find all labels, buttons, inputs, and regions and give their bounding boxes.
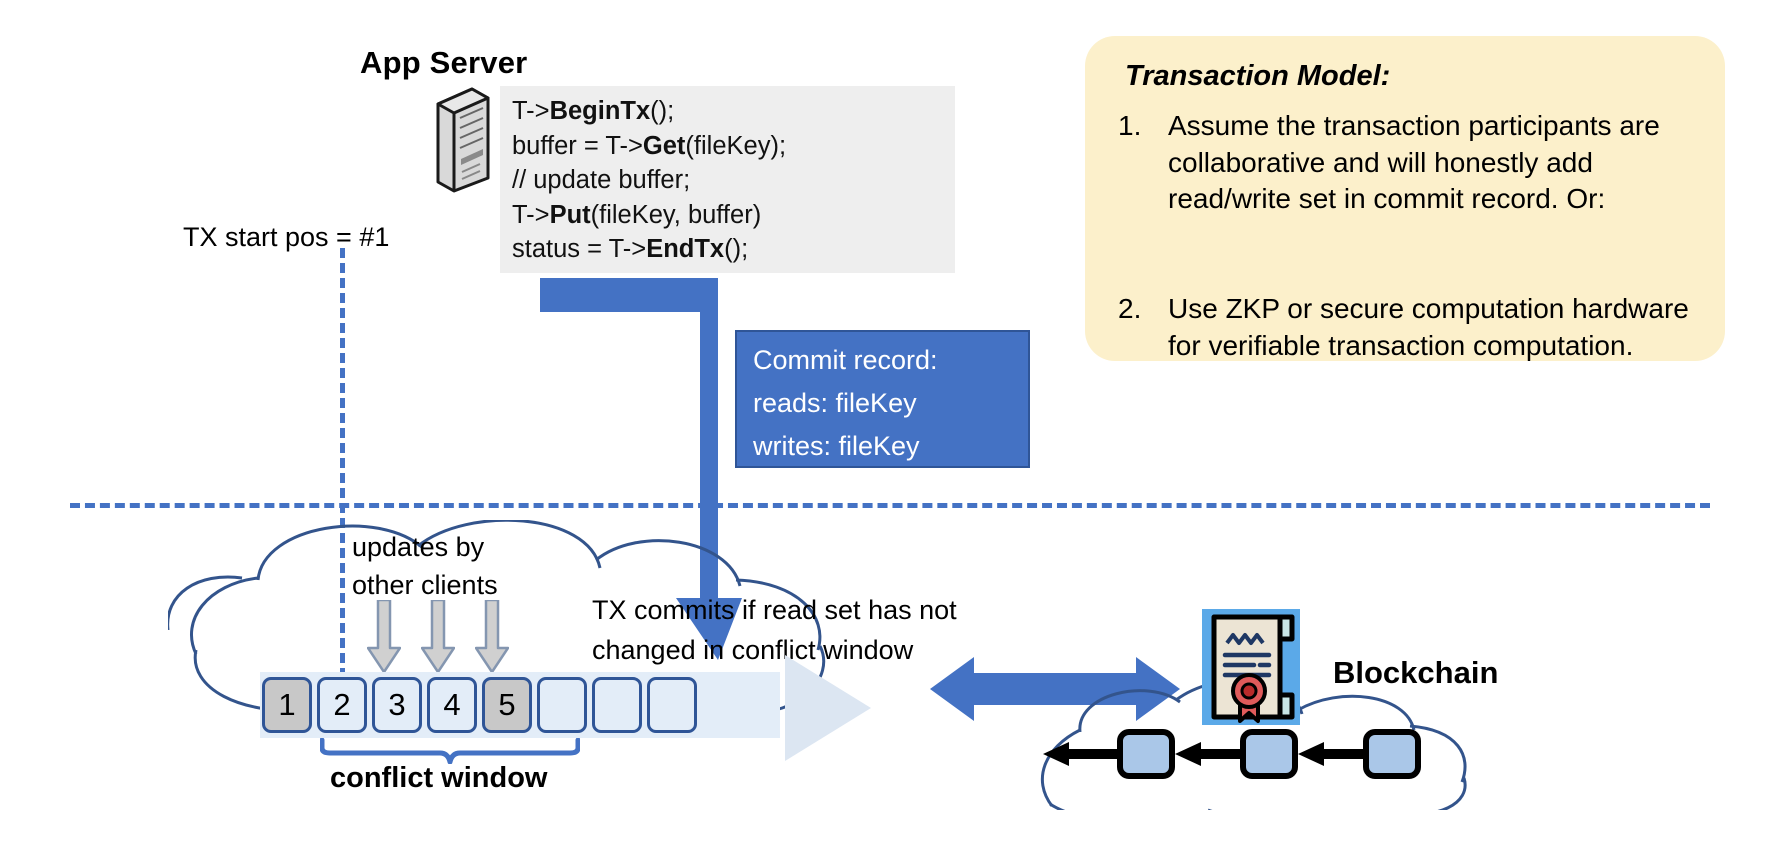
chain-link-arrow-icon [1175, 742, 1249, 766]
chain-link-arrow-icon [1043, 742, 1117, 766]
list-text: Use ZKP or secure computation hardware f… [1168, 293, 1689, 361]
blockchain-label: Blockchain [1333, 655, 1499, 690]
transaction-model-item: 2. Use ZKP or secure computation hardwar… [1118, 291, 1713, 364]
commit-record-box: Commit record: reads: fileKey writes: fi… [735, 330, 1030, 468]
server-tower-icon [432, 86, 494, 194]
transaction-model-callout: Transaction Model: 1. Assume the transac… [1085, 36, 1725, 361]
log-slot[interactable]: 2 [317, 677, 367, 733]
transaction-model-item: 1. Assume the transaction participants a… [1118, 108, 1713, 218]
updates-by-clients-label: updates by other clients [352, 528, 498, 604]
log-slot[interactable]: 5 [482, 677, 532, 733]
log-slot[interactable] [537, 677, 587, 733]
commit-record-line: reads: fileKey [753, 388, 917, 418]
conflict-window-label: conflict window [330, 762, 548, 794]
client-update-arrow-icon [474, 598, 510, 674]
log-slot[interactable]: 3 [372, 677, 422, 733]
updates-label-line1: updates by [352, 532, 485, 562]
divider-dashed-line [70, 503, 1710, 508]
client-update-arrow-icon [420, 598, 456, 674]
exchange-double-arrow-icon [930, 653, 1180, 725]
log-slot[interactable]: 1 [262, 677, 312, 733]
tx-start-dashed-line [340, 248, 345, 708]
certificate-seal-icon [1202, 609, 1300, 725]
list-text: Assume the transaction participants are … [1168, 110, 1660, 214]
commit-record-line: writes: fileKey [753, 431, 920, 461]
tx-commit-note-line2: changed in conflict window [592, 635, 914, 665]
code-line: status = T->EndTx(); [512, 235, 749, 263]
tx-commit-note: TX commits if read set has not changed i… [592, 590, 957, 670]
log-slot[interactable]: 4 [427, 677, 477, 733]
transaction-model-title: Transaction Model: [1125, 60, 1391, 92]
code-line: buffer = T->Get(fileKey); [512, 131, 787, 160]
conflict-window-brace [319, 737, 581, 765]
list-number: 1. [1118, 110, 1142, 141]
log-slot[interactable] [647, 677, 697, 733]
blockchain-block [1240, 729, 1298, 779]
chain-link-arrow-icon [1298, 742, 1372, 766]
blockchain-block [1363, 729, 1421, 779]
list-number: 2. [1118, 293, 1142, 324]
code-line: T->BeginTx(); [512, 97, 675, 125]
code-line: T->Put(fileKey, buffer) [512, 200, 762, 229]
client-update-arrow-icon [366, 598, 402, 674]
commit-arrow-icon [540, 268, 750, 668]
code-line: // update buffer; [512, 166, 691, 194]
commit-record-line: Commit record: [753, 345, 938, 375]
code-block: T->BeginTx(); buffer = T->Get(fileKey); … [500, 86, 955, 273]
updates-label-line2: other clients [352, 570, 498, 600]
log-slot[interactable] [592, 677, 642, 733]
tx-commit-note-line1: TX commits if read set has not [592, 595, 957, 625]
blockchain-block [1117, 729, 1175, 779]
app-server-title: App Server [360, 45, 528, 80]
log-continuation-triangle-icon [785, 655, 871, 761]
tx-start-pos-label: TX start pos = #1 [183, 222, 390, 252]
log-strip: 1 2 3 4 5 [260, 672, 780, 738]
